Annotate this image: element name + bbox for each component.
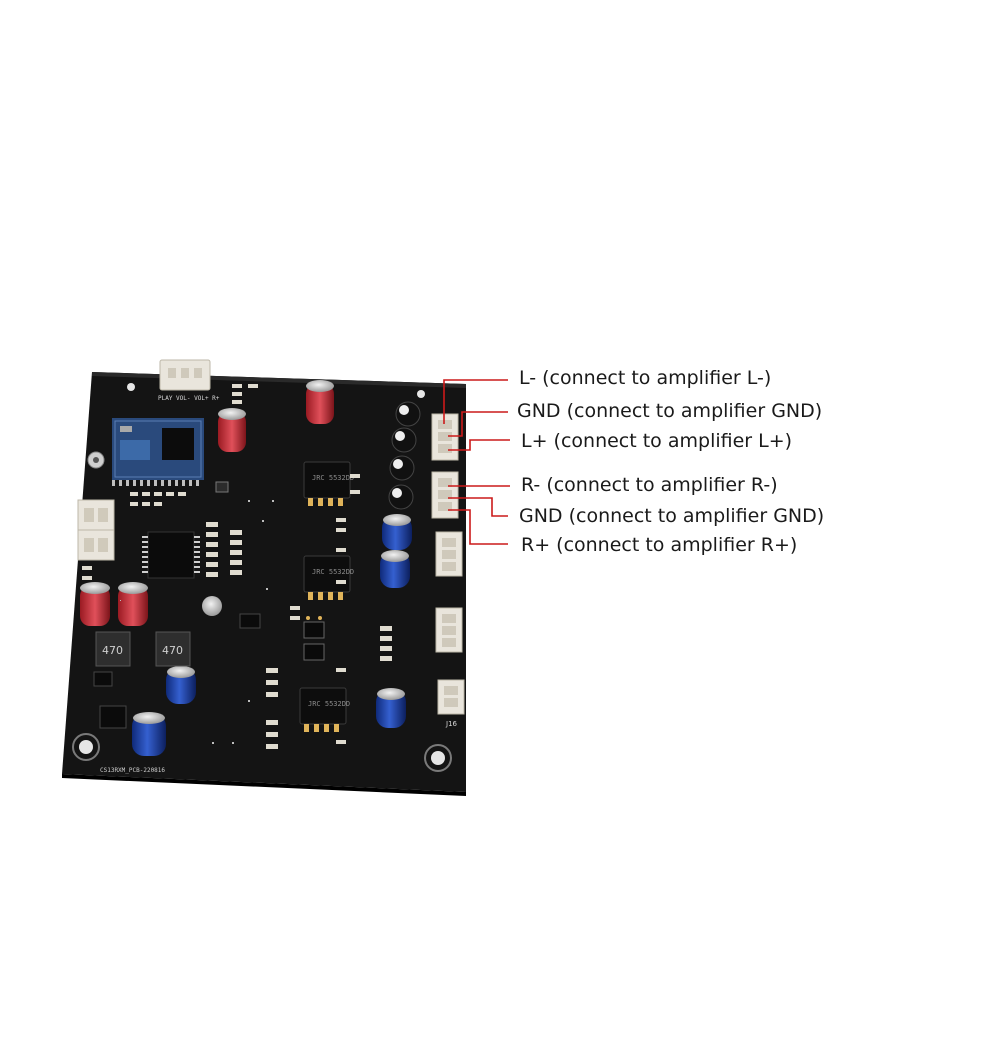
- callout-r-minus: R- (connect to amplifier R-): [521, 474, 778, 496]
- opamp-label-2: JRC 5532DD: [312, 568, 354, 576]
- callout-gnd-right: GND (connect to amplifier GND): [519, 505, 825, 527]
- j16-label: J16: [445, 720, 458, 728]
- callout-line-gnd-right: [448, 497, 508, 517]
- jumper-block: [303, 616, 325, 661]
- red-capacitors: [80, 380, 334, 626]
- inductor-label-2: 470: [162, 644, 183, 657]
- left-connectors: [77, 451, 115, 561]
- small-chips: [93, 481, 261, 729]
- board-id-label: CS13RXM_PCB-220816: [100, 767, 165, 774]
- inductor-label-1: 470: [102, 644, 123, 657]
- blue-capacitors: [132, 514, 412, 756]
- bluetooth-module: [112, 418, 204, 486]
- opamp-label-3: JRC 5532DD: [308, 700, 350, 708]
- callout-line-l-plus: [448, 439, 510, 451]
- opamp-label-1: JRC 5532DD: [312, 474, 354, 482]
- callout-r-plus: R+ (connect to amplifier R+): [521, 534, 798, 556]
- top-header-label: PLAY VOL- VOL+ R+: [158, 395, 220, 402]
- callout-line-gnd-left: [448, 411, 508, 437]
- callout-l-plus: L+ (connect to amplifier L+): [521, 430, 793, 452]
- callout-l-minus: L- (connect to amplifier L-): [519, 367, 772, 389]
- silkscreen: CS13RXM_PCB-220816: [100, 500, 274, 774]
- callout-lines: [443, 379, 510, 545]
- main-ic: [142, 531, 200, 579]
- callout-gnd-left: GND (connect to amplifier GND): [517, 400, 823, 422]
- callout-line-r-plus: [448, 509, 508, 545]
- black-capacitors: [388, 401, 421, 510]
- inductors: 470 470: [95, 631, 191, 667]
- top-header-connector: PLAY VOL- VOL+ R+: [158, 359, 220, 402]
- mounting-holes: [72, 383, 452, 772]
- callout-line-l-minus: [443, 379, 508, 424]
